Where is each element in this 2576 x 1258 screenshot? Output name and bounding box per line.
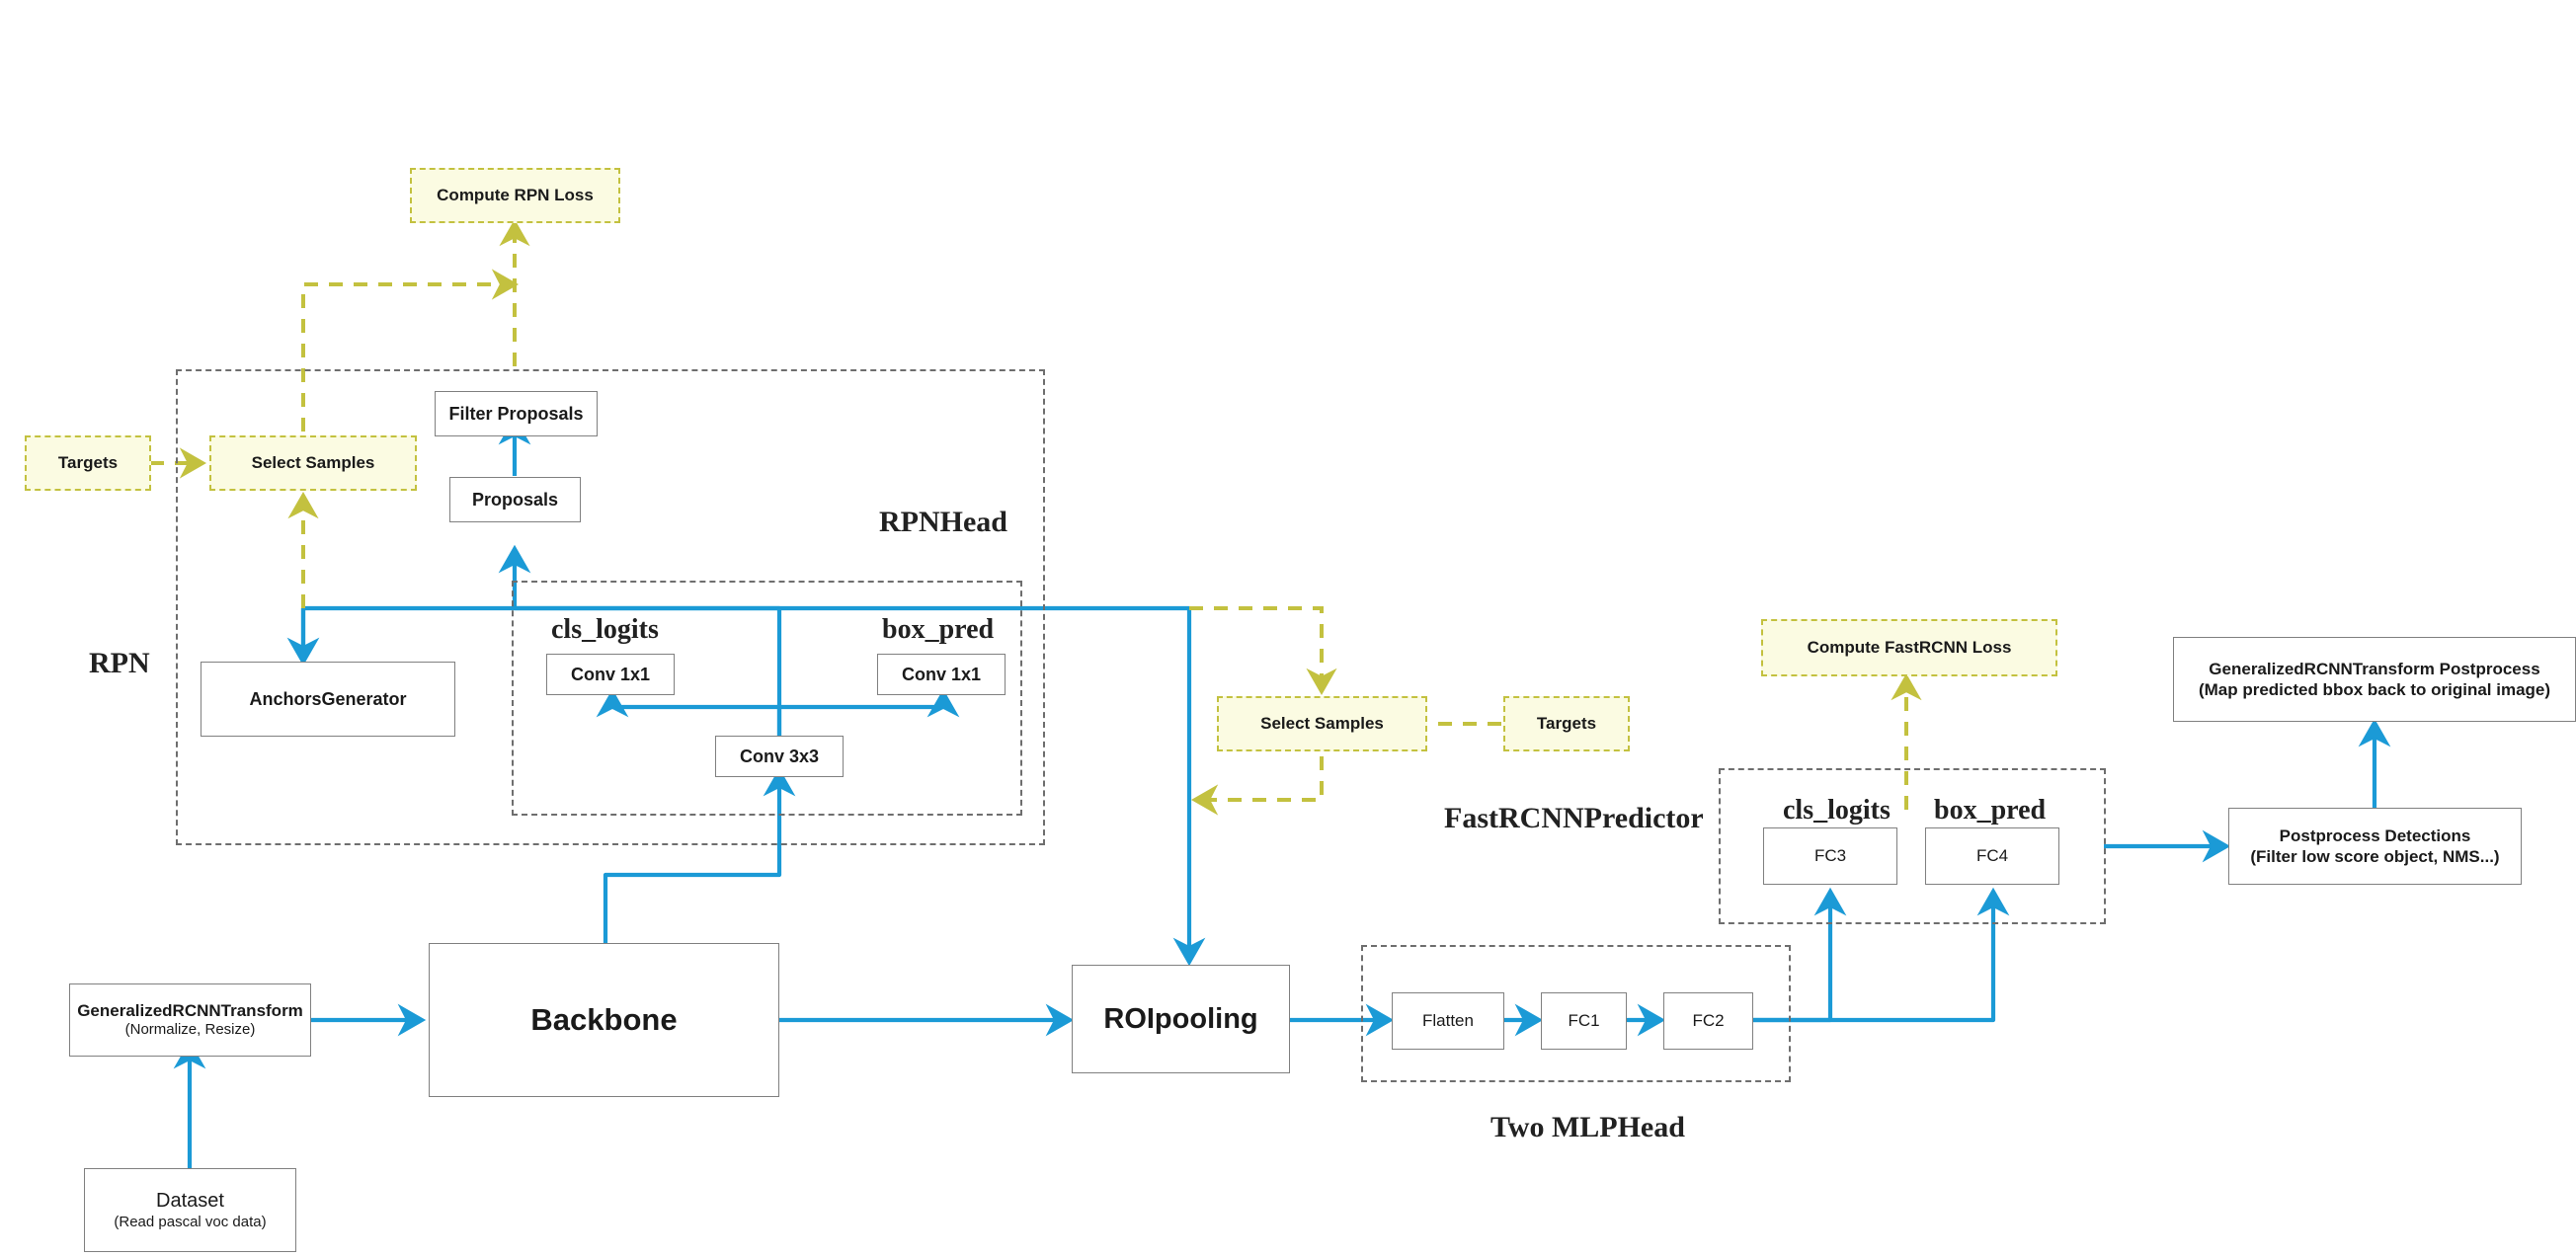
fc2-box[interactable]: FC2	[1663, 992, 1753, 1050]
caption-two-mlp-head: Two MLPHead	[1490, 1111, 1685, 1143]
fc1-box[interactable]: FC1	[1541, 992, 1627, 1050]
rpn-select-samples-box[interactable]: Select Samples	[209, 435, 417, 491]
anchors-generator-label: AnchorsGenerator	[249, 688, 407, 709]
caption-rpn-head: RPNHead	[879, 506, 1007, 538]
group-fast-rcnn-predictor	[1719, 768, 2106, 924]
compute-fastrcnn-loss-box[interactable]: Compute FastRCNN Loss	[1761, 619, 2057, 676]
transform-postprocess-title: GeneralizedRCNNTransform Postprocess	[2209, 659, 2540, 678]
rpn-conv3x3-label: Conv 3x3	[739, 746, 820, 766]
dataset-subtitle: (Read pascal voc data)	[114, 1213, 267, 1230]
flatten-label: Flatten	[1422, 1011, 1474, 1031]
fc4-box[interactable]: FC4	[1925, 827, 2059, 885]
rpn-conv1x1-box-label: Conv 1x1	[901, 664, 982, 684]
backbone-box[interactable]: Backbone	[429, 943, 779, 1097]
caption-rpn: RPN	[89, 647, 150, 679]
postprocess-detections-box[interactable]: Postprocess Detections (Filter low score…	[2228, 808, 2522, 885]
rpn-conv1x1-cls-box[interactable]: Conv 1x1	[546, 654, 675, 695]
anchors-generator-box[interactable]: AnchorsGenerator	[201, 662, 455, 737]
label-frcnn-cls-logits: cls_logits	[1783, 795, 1891, 826]
rpn-conv1x1-box-box[interactable]: Conv 1x1	[877, 654, 1006, 695]
rpn-conv1x1-cls-label: Conv 1x1	[570, 664, 651, 684]
compute-rpn-loss-box[interactable]: Compute RPN Loss	[410, 168, 620, 223]
postprocess-detections-subtitle: (Filter low score object, NMS...)	[2250, 847, 2500, 866]
postprocess-detections-title: Postprocess Detections	[2279, 826, 2471, 845]
group-rpn-head	[512, 581, 1022, 816]
rpn-targets-box[interactable]: Targets	[25, 435, 151, 491]
roipooling-label: ROIpooling	[1103, 1002, 1258, 1035]
group-rpn	[176, 369, 1045, 845]
label-rpn-cls-logits: cls_logits	[551, 614, 659, 645]
backbone-label: Backbone	[530, 1001, 678, 1037]
proposals-label: Proposals	[471, 489, 559, 510]
frcnn-select-samples-box[interactable]: Select Samples	[1217, 696, 1427, 751]
frcnn-select-samples-label: Select Samples	[1260, 714, 1384, 734]
wire-frcnn-select-to-trunk	[1191, 756, 1324, 816]
transform-box[interactable]: GeneralizedRCNNTransform (Normalize, Res…	[69, 983, 311, 1057]
dataset-title: Dataset	[156, 1189, 224, 1212]
roipooling-box[interactable]: ROIpooling	[1072, 965, 1290, 1073]
rpn-select-samples-label: Select Samples	[251, 453, 375, 473]
transform-postprocess-subtitle: (Map predicted bbox back to original ima…	[2198, 680, 2551, 699]
fc2-label: FC2	[1692, 1011, 1725, 1031]
wire-rpn-to-roipooling	[1060, 605, 1206, 967]
compute-rpn-loss-label: Compute RPN Loss	[437, 186, 594, 205]
frcnn-targets-box[interactable]: Targets	[1503, 696, 1630, 751]
fc3-box[interactable]: FC3	[1763, 827, 1897, 885]
wire-frcnn-features-to-select	[1189, 606, 1337, 695]
rpn-targets-label: Targets	[57, 453, 119, 473]
caption-fast-rcnn-predictor: FastRCNNPredictor	[1444, 802, 1704, 834]
transform-title: GeneralizedRCNNTransform	[77, 1001, 303, 1020]
group-two-mlp-head	[1361, 945, 1791, 1082]
filter-proposals-label: Filter Proposals	[448, 403, 584, 424]
transform-postprocess-box[interactable]: GeneralizedRCNNTransform Postprocess (Ma…	[2173, 637, 2576, 722]
label-rpn-box-pred: box_pred	[882, 614, 995, 645]
flatten-box[interactable]: Flatten	[1392, 992, 1504, 1050]
frcnn-targets-label: Targets	[1536, 714, 1597, 734]
dataset-box[interactable]: Dataset (Read pascal voc data)	[84, 1168, 296, 1252]
transform-subtitle: (Normalize, Resize)	[124, 1021, 256, 1039]
fc1-label: FC1	[1568, 1011, 1600, 1031]
rpn-conv3x3-box[interactable]: Conv 3x3	[715, 736, 844, 777]
fc4-label: FC4	[1975, 846, 2009, 866]
fc3-label: FC3	[1813, 846, 1847, 866]
label-frcnn-box-pred: box_pred	[1934, 795, 2047, 826]
proposals-box[interactable]: Proposals	[449, 477, 581, 522]
compute-fastrcnn-loss-label: Compute FastRCNN Loss	[1807, 638, 2012, 658]
filter-proposals-box[interactable]: Filter Proposals	[435, 391, 598, 436]
